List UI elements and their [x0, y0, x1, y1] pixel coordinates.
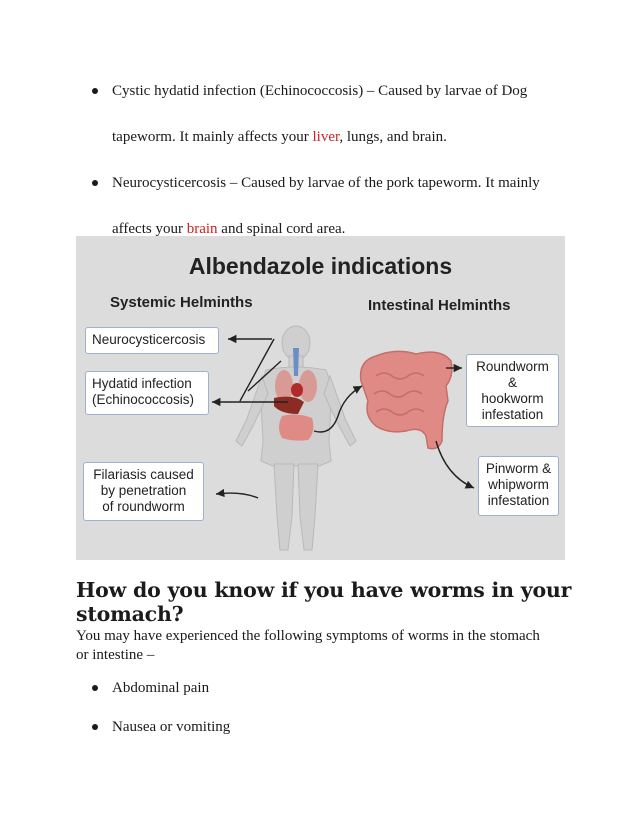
- list-item-text: Nausea or vomiting: [112, 719, 231, 735]
- indication-arrows: [212, 334, 475, 499]
- link-brain[interactable]: brain: [186, 221, 218, 237]
- organs-icon: [274, 348, 317, 441]
- infographic-title: Albendazole indications: [188, 253, 453, 279]
- box-label-line: infestation: [481, 407, 544, 422]
- box-label: Neurocysticercosis: [92, 332, 206, 347]
- box-label-line: hookworm: [481, 391, 544, 406]
- box-label-line: Hydatid infection: [92, 376, 192, 391]
- hydatid-infection-box: Hydatid infection (Echinococcosis): [85, 371, 209, 415]
- list-item: Abdominal pain: [84, 676, 484, 700]
- box-label-line: Filariasis caused: [93, 467, 194, 482]
- systemic-helminths-header: Systemic Helminths: [110, 294, 253, 311]
- albendazole-infographic: Albendazole indications Systemic Helmint…: [76, 236, 565, 560]
- list-item-hydatid: Cystic hydatid infection (Echinococcosis…: [84, 68, 554, 160]
- box-label-line: of roundworm: [102, 499, 185, 514]
- filariasis-box: Filariasis caused by penetration of roun…: [83, 462, 204, 521]
- infographic-illustration: [212, 325, 475, 551]
- top-bullet-list: Cystic hydatid infection (Echinococcosis…: [84, 68, 554, 252]
- roundworm-hookworm-box: Roundworm & hookworm infestation: [466, 354, 559, 427]
- box-label-line: Roundworm: [476, 359, 549, 374]
- bullet-icon: [92, 88, 98, 94]
- box-label-line: whipworm: [488, 477, 549, 492]
- link-liver[interactable]: liver: [312, 129, 340, 145]
- bullet-icon: [92, 180, 98, 186]
- list-item-text: Cystic hydatid infection (Echinococcosis…: [112, 83, 528, 145]
- box-label-line: (Echinococcosis): [92, 392, 195, 407]
- intestinal-helminths-header: Intestinal Helminths: [368, 297, 511, 314]
- symptoms-list: Abdominal pain Nausea or vomiting: [84, 676, 484, 754]
- box-label-line: by penetration: [100, 483, 187, 498]
- list-item-text: Neurocysticercosis – Caused by larvae of…: [112, 175, 540, 237]
- list-item-neurocysticercosis: Neurocysticercosis – Caused by larvae of…: [84, 160, 554, 252]
- intestine-icon: [359, 350, 453, 450]
- box-label-line: Pinworm &: [485, 461, 552, 476]
- list-item: Nausea or vomiting: [84, 715, 484, 739]
- box-label-line: &: [507, 375, 517, 390]
- intro-paragraph: You may have experienced the following s…: [76, 628, 540, 663]
- bullet-icon: [92, 685, 98, 691]
- box-label-line: infestation: [487, 493, 550, 508]
- bullet-icon: [92, 724, 98, 730]
- list-item-text-end: and spinal cord area.: [217, 221, 346, 237]
- neurocysticercosis-box: Neurocysticercosis: [85, 327, 219, 354]
- pinworm-whipworm-box: Pinworm & whipworm infestation: [478, 456, 559, 516]
- list-item-text-end: , lungs, and brain.: [339, 129, 447, 145]
- list-item-text: Abdominal pain: [112, 680, 210, 696]
- section-heading: How do you know if you have worms in you…: [76, 578, 572, 626]
